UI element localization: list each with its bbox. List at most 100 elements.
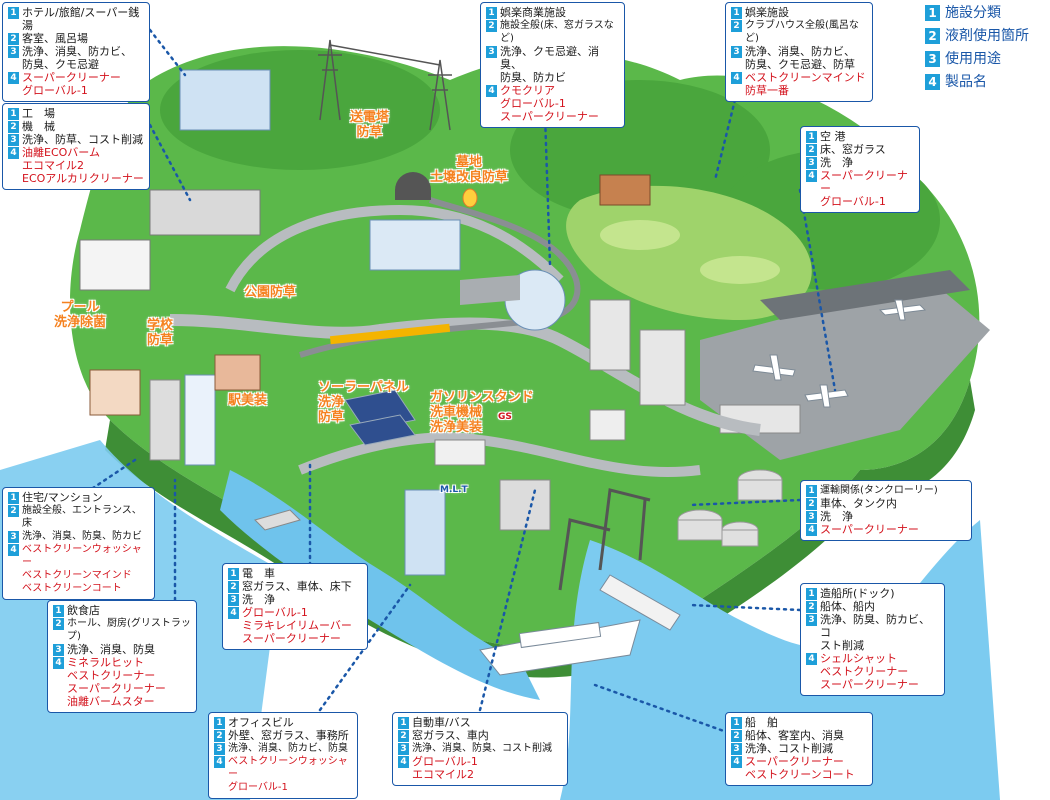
badge-1: 1 [486,6,497,19]
badge-4: 4 [486,84,497,97]
badge-4: 4 [398,755,409,768]
product-names: ベストクリーンウォッシャー グローバル-1 [228,756,348,793]
badge-3: 3 [806,613,817,626]
legend-usage-location: 液剤使用箇所 [945,28,1029,44]
badge-3: 3 [8,133,19,146]
badge-2: 2 [214,729,225,742]
purpose: 洗浄、消臭、防臭、防カビ [22,531,142,542]
facility-type: 運輸関係(タンクローリー) [820,485,938,496]
cranes [558,488,651,591]
badge-1: 1 [806,587,817,600]
badge-3: 3 [806,156,817,169]
badge-1: 1 [398,716,409,729]
badge-4: 4 [925,74,940,90]
label-station: 駅美装 [228,393,268,408]
purpose: 洗浄、防臭、防カビ、コ スト削減 [820,613,930,652]
facility-type: 自動車/バス [412,716,471,729]
purpose: 洗浄、消臭、防カビ、防臭 [228,743,348,754]
purpose: 洗浄、コスト削減 [745,742,833,755]
product-names: グローバル-1 ミラキレイリムーバー スーパークリーナー [242,606,352,645]
badge-1: 1 [806,484,817,497]
badge-1: 1 [228,567,239,580]
airplanes [752,299,927,408]
product-names: グローバル-1 エコマイル2 [412,755,478,781]
usage-location: ホール、厨房(グリストラップ) [67,618,191,642]
badge-3: 3 [731,742,742,755]
usage-location: 船体、船内 [820,600,875,613]
badge-4: 4 [806,169,817,182]
label-cemetery: 墓地 土壌改良防草 [430,155,509,185]
legend-purpose: 使用用途 [945,51,1001,67]
legend-item: 4 製品名 [925,73,1029,92]
runway [760,270,970,320]
dock-ship [599,574,681,631]
facility-type: 工 場 [22,107,55,120]
badge-1: 1 [214,716,225,729]
badge-1: 1 [53,604,64,617]
usage-location: 窓ガラス、車体、床下 [242,580,352,593]
facility-type: 造船所(ドック) [820,587,895,600]
purpose: 洗 浄 [820,156,853,169]
label-pylon-weeding: 送電塔 防草 [350,110,390,140]
badge-2: 2 [925,28,940,44]
purpose: 洗 浄 [242,593,275,606]
golf-course [566,185,812,320]
badge-2: 2 [486,19,497,32]
badge-1: 1 [8,107,19,120]
badge-1: 1 [8,6,19,19]
boat [254,509,301,531]
badge-4: 4 [214,755,225,768]
facility-type: ホテル/旅館/スーパー銭湯 [22,6,140,32]
usage-location: 外壁、窓ガラス、事務所 [228,729,349,742]
product-names: スーパークリーナー [820,523,919,536]
usage-location: 船体、客室内、消臭 [745,729,844,742]
badge-4: 4 [806,523,817,536]
label-school: 学校 防草 [147,318,174,348]
badge-4: 4 [806,652,817,665]
badge-2: 2 [228,580,239,593]
facility-type: 住宅/マンション [22,491,103,504]
facility-type: オフィスビル [228,716,294,729]
badge-4: 4 [8,146,19,159]
badge-3: 3 [398,742,409,755]
badge-1: 1 [8,491,19,504]
label-pool: プール 洗浄除菌 [54,300,107,330]
product-names: ミネラルヒット ベストクリーナー スーパークリーナー 油離バームスター [67,656,166,708]
badge-3: 3 [8,530,19,543]
badge-1: 1 [731,716,742,729]
usage-location: 窓ガラス、車内 [412,729,489,742]
badge-2: 2 [8,504,19,517]
badge-2: 2 [398,729,409,742]
label-gas-station: ガソリンスタンド 洗車機械 洗浄美装 [430,390,534,435]
usage-location: 施設全般、エントランス、床 [22,505,142,529]
purpose: 洗浄、消臭、防カビ、 防臭、クモ忌避、防草 [745,45,855,71]
badge-3: 3 [228,593,239,606]
usage-location: 客室、風呂場 [22,32,88,45]
badge-2: 2 [731,19,742,32]
badge-3: 3 [806,510,817,523]
badge-2: 2 [806,600,817,613]
badge-3: 3 [731,45,742,58]
legend-product-name: 製品名 [945,74,987,90]
mlt-sign: M.L.T [440,485,468,495]
usage-location: 機 械 [22,120,55,133]
badge-3: 3 [53,643,64,656]
facility-type: 娯楽商業施設 [500,6,566,19]
badge-1: 1 [806,130,817,143]
river [220,470,540,700]
badge-2: 2 [731,729,742,742]
badge-2: 2 [8,120,19,133]
badge-2: 2 [806,497,817,510]
product-names: クモクリア グローバル-1 スーパークリーナー [500,84,599,123]
